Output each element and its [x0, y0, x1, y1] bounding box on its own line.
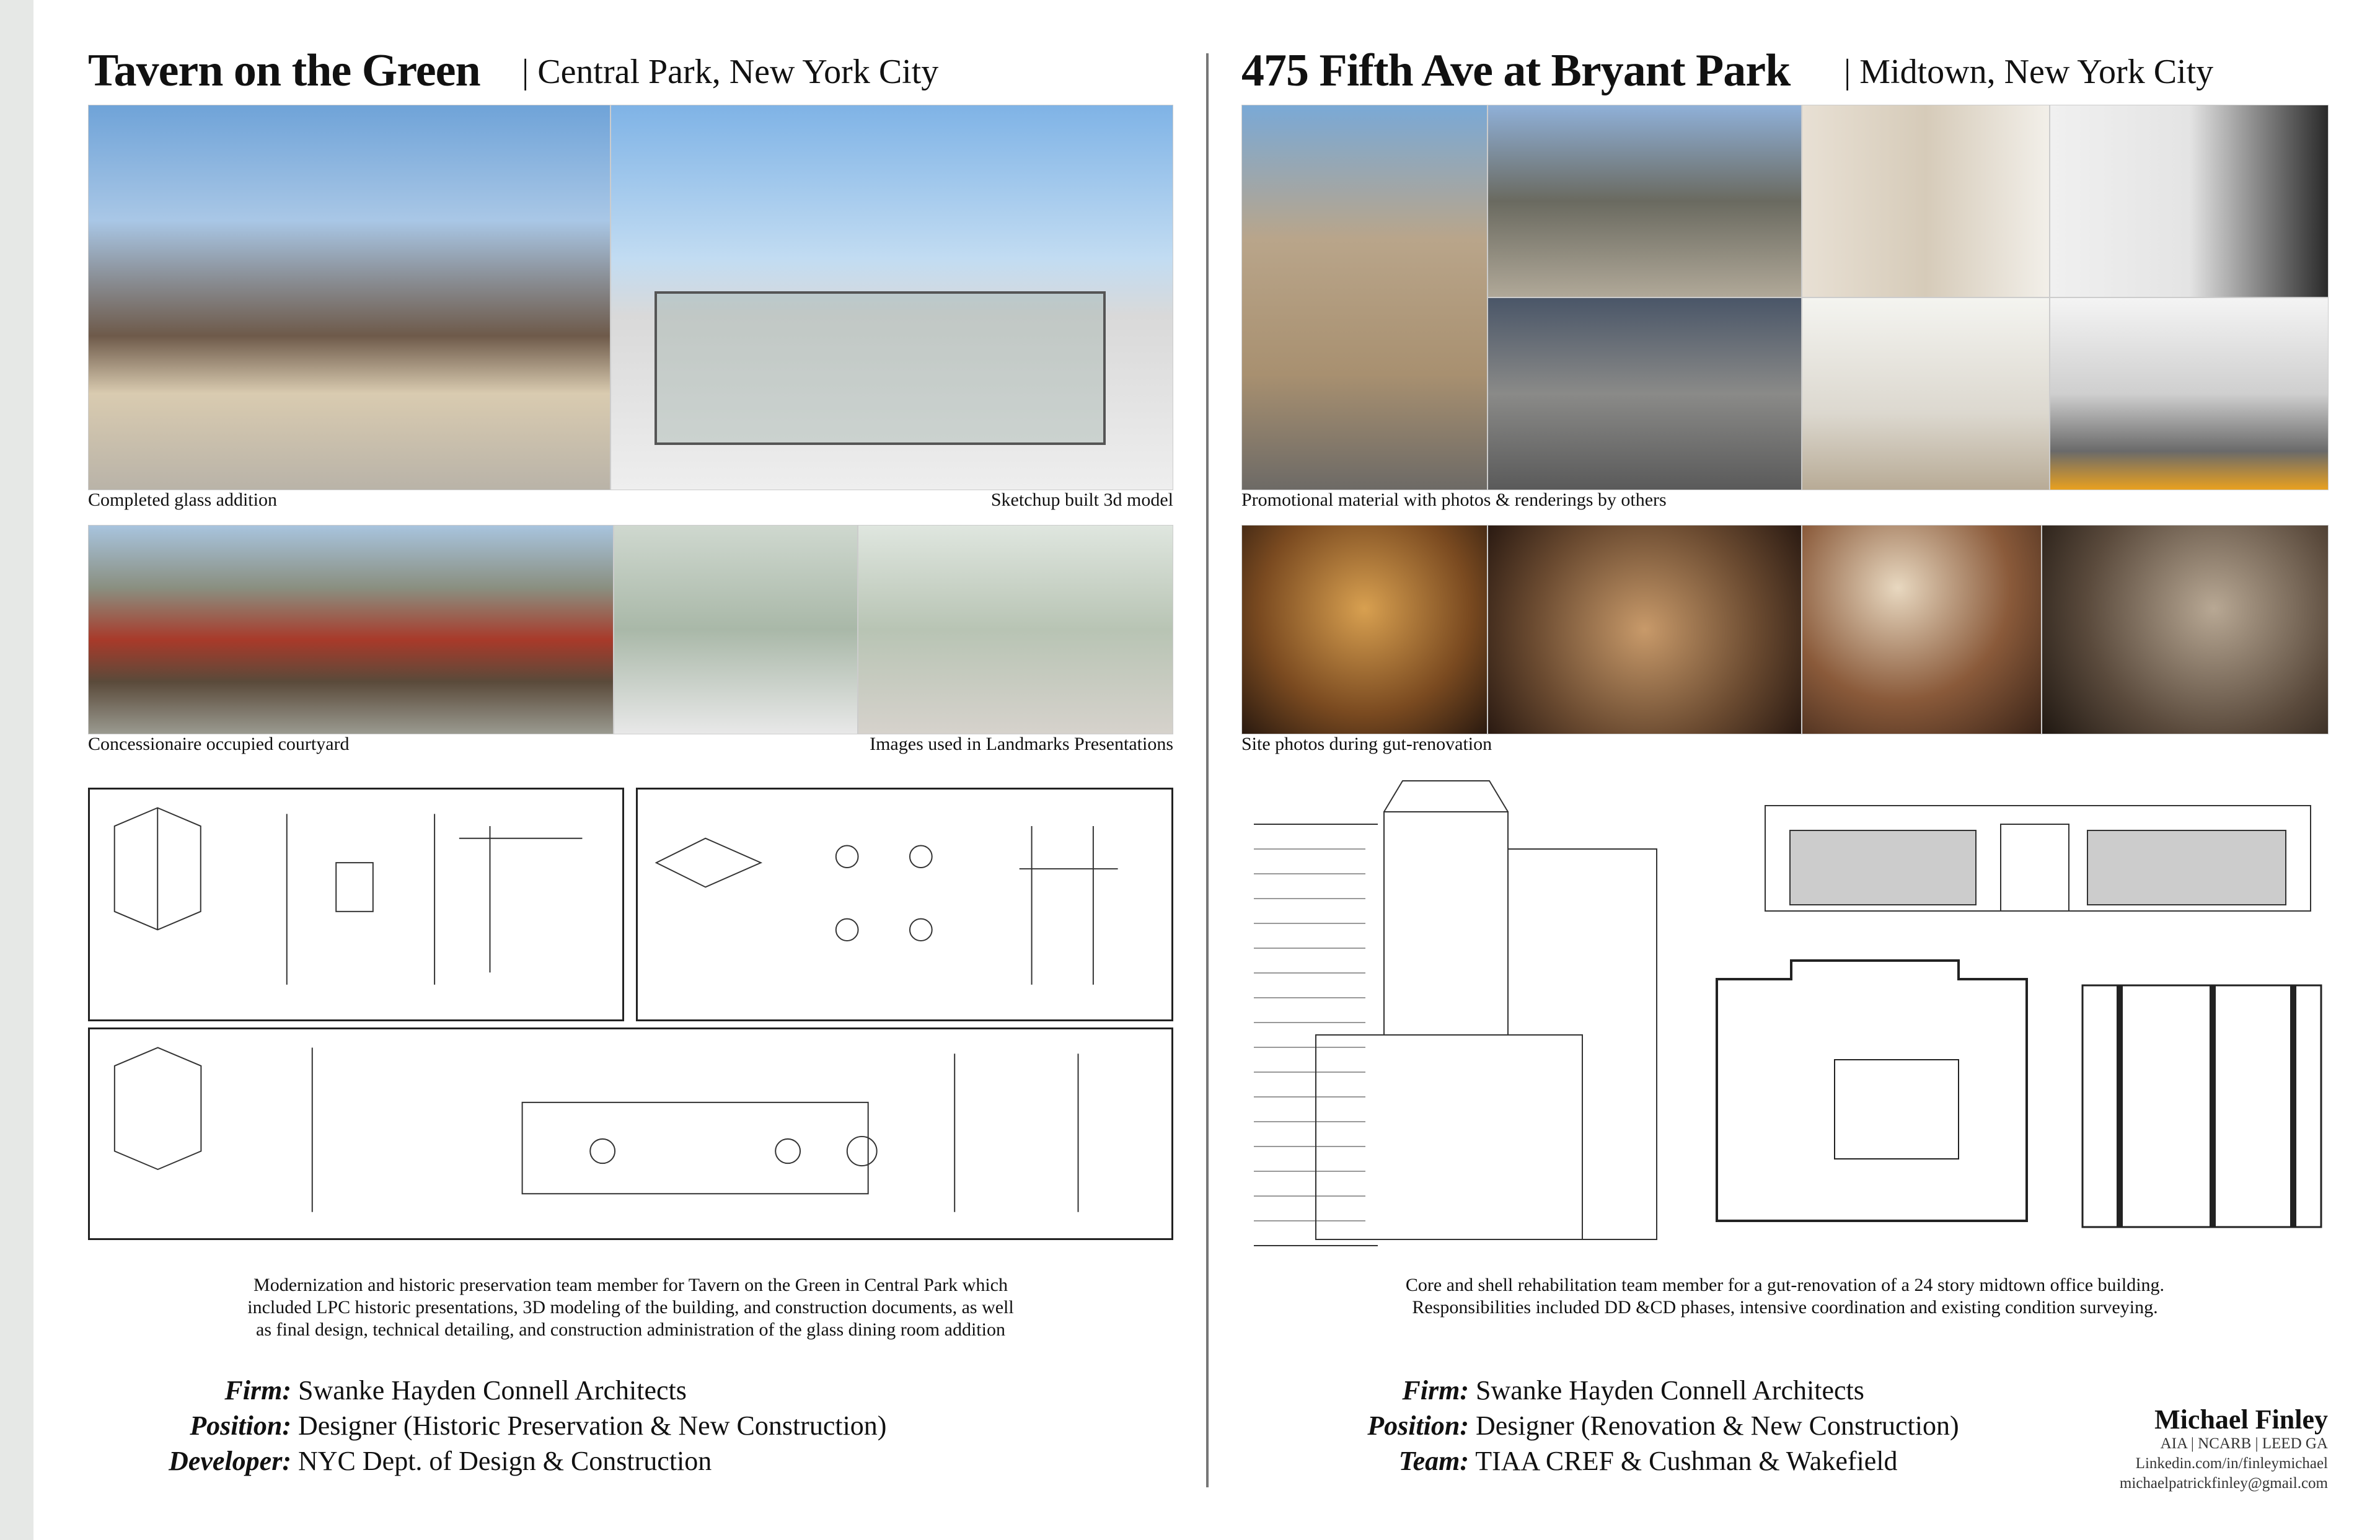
firm-label: Firm:: [1402, 1375, 1469, 1406]
photo-completed-glass-addition: [88, 105, 610, 490]
signature-block: Michael Finley AIA | NCARB | LEED GA Lin…: [2120, 1406, 2328, 1494]
right-project-info: Firm: Swanke Hayden Connell Architects P…: [1302, 1373, 1959, 1479]
photo-landmarks-rendering-1: [614, 525, 858, 734]
developer-label: Developer:: [169, 1446, 291, 1476]
left-project-title: Tavern on the Green: [88, 45, 481, 96]
photo-lobby-2: [2050, 105, 2329, 297]
right-description-line: Responsibilities included DD &CD phases,…: [1412, 1297, 2158, 1318]
drawing-storefront-elevation: [1685, 781, 2329, 917]
photo-terrace: [1488, 105, 1802, 297]
photo-office-1: [1802, 297, 2050, 490]
position-value: Designer (Historic Preservation & New Co…: [298, 1410, 887, 1441]
right-description-line: Core and shell rehabilitation team membe…: [1405, 1275, 2165, 1295]
signature-name: Michael Finley: [2154, 1404, 2328, 1435]
right-project-location: | Midtown, New York City: [1844, 53, 2214, 91]
photo-site-3: [1802, 525, 2042, 734]
left-description: Modernization and historic preservation …: [88, 1274, 1173, 1341]
caption-site: Site photos during gut-renovation: [1241, 734, 1492, 754]
column-divider: [1206, 53, 1209, 1487]
firm-value: Swanke Hayden Connell Architects: [1476, 1375, 1864, 1406]
photo-lobby-1: [1802, 105, 2050, 297]
firm-label: Firm:: [224, 1375, 291, 1406]
caption-courtyard: Concessionaire occupied courtyard: [88, 734, 350, 754]
drawing-glass-detail-sheet-2: [636, 788, 1173, 1021]
page-edge-strip: [0, 0, 33, 1540]
signature-credentials: AIA | NCARB | LEED GA: [2160, 1435, 2328, 1452]
photo-site-2: [1488, 525, 1802, 734]
drawing-floor-plan: [1711, 948, 2052, 1227]
drawing-glass-detail-sheet-3: [88, 1027, 1173, 1240]
caption-promo: Promotional material with photos & rende…: [1241, 490, 1667, 510]
drawing-building-elevation: [1241, 775, 1669, 1252]
caption-sketchup: Sketchup built 3d model: [990, 490, 1173, 510]
left-description-line: Modernization and historic preservation …: [253, 1275, 1008, 1295]
right-description: Core and shell rehabilitation team membe…: [1241, 1274, 2329, 1319]
photo-sketchup-model: [610, 105, 1173, 490]
team-value: TIAA CREF & Cushman & Wakefield: [1475, 1446, 1898, 1476]
caption-landmarks: Images used in Landmarks Presentations: [870, 734, 1173, 754]
photo-office-2: [2050, 297, 2329, 490]
photo-site-4: [2042, 525, 2329, 734]
photo-entrance: [1488, 297, 1802, 490]
left-description-line: as final design, technical detailing, an…: [256, 1319, 1005, 1340]
photo-courtyard: [88, 525, 614, 734]
photo-landmarks-rendering-2: [858, 525, 1173, 734]
drawing-glass-detail-sheet-1: [88, 788, 624, 1021]
team-label: Team:: [1398, 1446, 1469, 1476]
signature-linkedin[interactable]: Linkedin.com/in/finleymichael: [2135, 1455, 2328, 1472]
left-project-location: | Central Park, New York City: [522, 53, 939, 91]
caption-completed: Completed glass addition: [88, 490, 277, 510]
position-label: Position:: [1367, 1410, 1469, 1441]
position-value: Designer (Renovation & New Construction): [1476, 1410, 1959, 1441]
left-description-line: included LPC historic presentations, 3D …: [247, 1297, 1014, 1318]
firm-value: Swanke Hayden Connell Architects: [298, 1375, 687, 1406]
right-project-title: 475 Fifth Ave at Bryant Park: [1241, 45, 1791, 96]
left-project-info: Firm: Swanke Hayden Connell Architects P…: [124, 1373, 886, 1479]
drawing-wall-sections: [2076, 979, 2329, 1233]
signature-email[interactable]: michaelpatrickfinley@gmail.com: [2119, 1475, 2328, 1492]
photo-building-exterior: [1241, 105, 1488, 490]
developer-value: NYC Dept. of Design & Construction: [298, 1446, 712, 1476]
position-label: Position:: [190, 1410, 291, 1441]
photo-site-1: [1241, 525, 1488, 734]
